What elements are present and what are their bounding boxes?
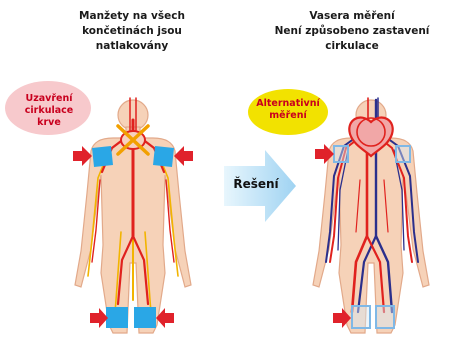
- right-leg-cuffs: [352, 306, 394, 328]
- blocked-circulation-label: Uzavření cirkulace krve: [10, 93, 88, 129]
- alternative-measurement-label: Alternativní měření: [250, 98, 326, 122]
- cuff-right-upper-arm: [334, 146, 348, 162]
- cuff-right-upper-arm-2: [396, 146, 410, 162]
- cuff-left-ankle: [106, 307, 128, 328]
- cuff-left-ankle-2: [134, 307, 156, 328]
- bubble-line: Uzavření: [10, 93, 88, 105]
- cuff-left-upper-arm: [92, 146, 113, 167]
- pressure-arrow-icon: [90, 308, 108, 328]
- cuff-right-ankle-2: [376, 306, 394, 328]
- pressure-arrow-icon: [73, 146, 92, 166]
- cuff-right-ankle: [352, 306, 370, 328]
- left-leg-cuffs: [106, 307, 156, 328]
- bubble-line: měření: [250, 110, 326, 122]
- solution-label: Řešení: [226, 177, 286, 191]
- pressure-arrow-icon: [174, 146, 193, 166]
- bubble-line: krve: [10, 117, 88, 129]
- cuff-left-upper-arm-2: [153, 146, 174, 167]
- bubble-line: Alternativní: [250, 98, 326, 110]
- bubble-line: cirkulace: [10, 105, 88, 117]
